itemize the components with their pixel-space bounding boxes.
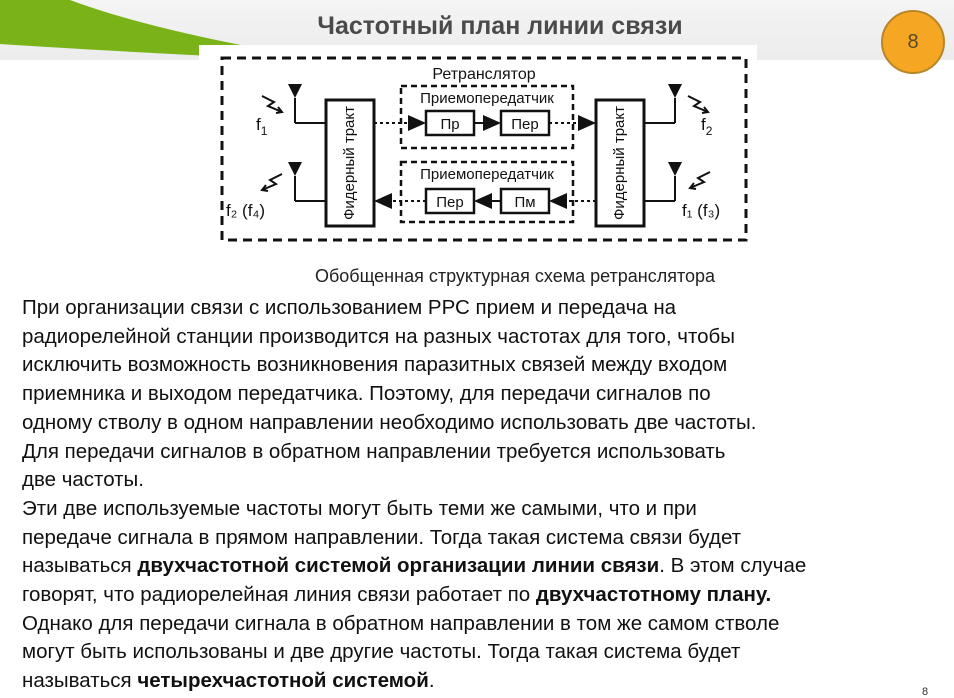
transmitter-top-label: Пер <box>511 116 538 133</box>
p2-line-7a: называться <box>22 669 138 693</box>
repeater-diagram: Ретранслятор Приемопередатчик Приемопере… <box>199 45 757 258</box>
diagram-caption: Обобщенная структурная схема ретранслято… <box>314 266 716 286</box>
radio-wave-icon <box>260 173 283 192</box>
page-number-badge: 8 <box>881 10 945 74</box>
freq-label-right-top: f2 <box>701 115 713 138</box>
antenna-icon <box>288 84 326 124</box>
transceiver-bottom-label: Приемопередатчик <box>420 166 554 183</box>
radio-wave-icon <box>261 95 284 114</box>
p2-line-5: Однако для передачи сигнала в обратном н… <box>22 611 780 635</box>
receiver-block-label: Пр <box>440 116 459 133</box>
freq-label-left-bottom: f₂ (f₄) <box>226 201 265 220</box>
repeater-dashed-box <box>220 56 748 242</box>
p2-line-6: могут быть использованы и две другие час… <box>22 640 741 664</box>
receiver-pm-label: Пм <box>514 194 535 211</box>
antenna-icon <box>644 84 682 124</box>
repeater-label: Ретранслятор <box>432 66 535 83</box>
p2-line-1: Эти две используемые частоты могут быть … <box>22 496 697 520</box>
radio-wave-icon <box>687 95 710 114</box>
feeder-label-right: Фидерный тракт <box>611 106 628 220</box>
transmitter-block-bottom <box>424 187 476 215</box>
antenna-icon <box>288 162 326 202</box>
paragraph-2: Эти две используемые частоты могут быть … <box>22 495 950 696</box>
paragraph-1: При организации связи с использованием Р… <box>22 296 757 492</box>
feeder-label-left: Фидерный тракт <box>341 106 358 220</box>
transmitter-bottom-label: Пер <box>436 194 463 211</box>
body-text: При организации связи с использованием Р… <box>22 294 950 696</box>
p2-line-4a: говорят, что радиорелейная линия связи р… <box>22 583 536 607</box>
freq-label-right-bottom: f₁ (f₃) <box>682 201 720 220</box>
transceiver-top-label: Приемопередатчик <box>420 90 554 107</box>
feeder-block-left <box>324 98 376 228</box>
antenna-icon <box>644 162 682 202</box>
bold-term-four-frequency-system: четырехчастотной системой <box>137 669 429 693</box>
slide-title: Частотный план линии связи <box>317 12 683 40</box>
feeder-block-right <box>594 98 646 228</box>
p2-line-3a: называться <box>22 554 138 578</box>
radio-wave-icon <box>688 171 711 190</box>
repeater-label-bg <box>426 64 542 84</box>
bold-term-two-frequency-system: двухчастотной системой организации линии… <box>137 554 660 578</box>
bold-term-two-frequency-plan: двухчастотному плану. <box>535 583 772 607</box>
p2-line-3b: . В этом случае <box>659 554 807 578</box>
p2-line-2: передаче сигнала в прямом направлении. Т… <box>22 525 742 549</box>
footer-page-number: 8 <box>922 686 929 698</box>
p2-line-7b: . <box>428 669 435 693</box>
transceiver-top-box <box>399 84 575 150</box>
freq-label-left-top: f1 <box>256 115 268 138</box>
transceiver-bottom-box <box>399 160 575 224</box>
